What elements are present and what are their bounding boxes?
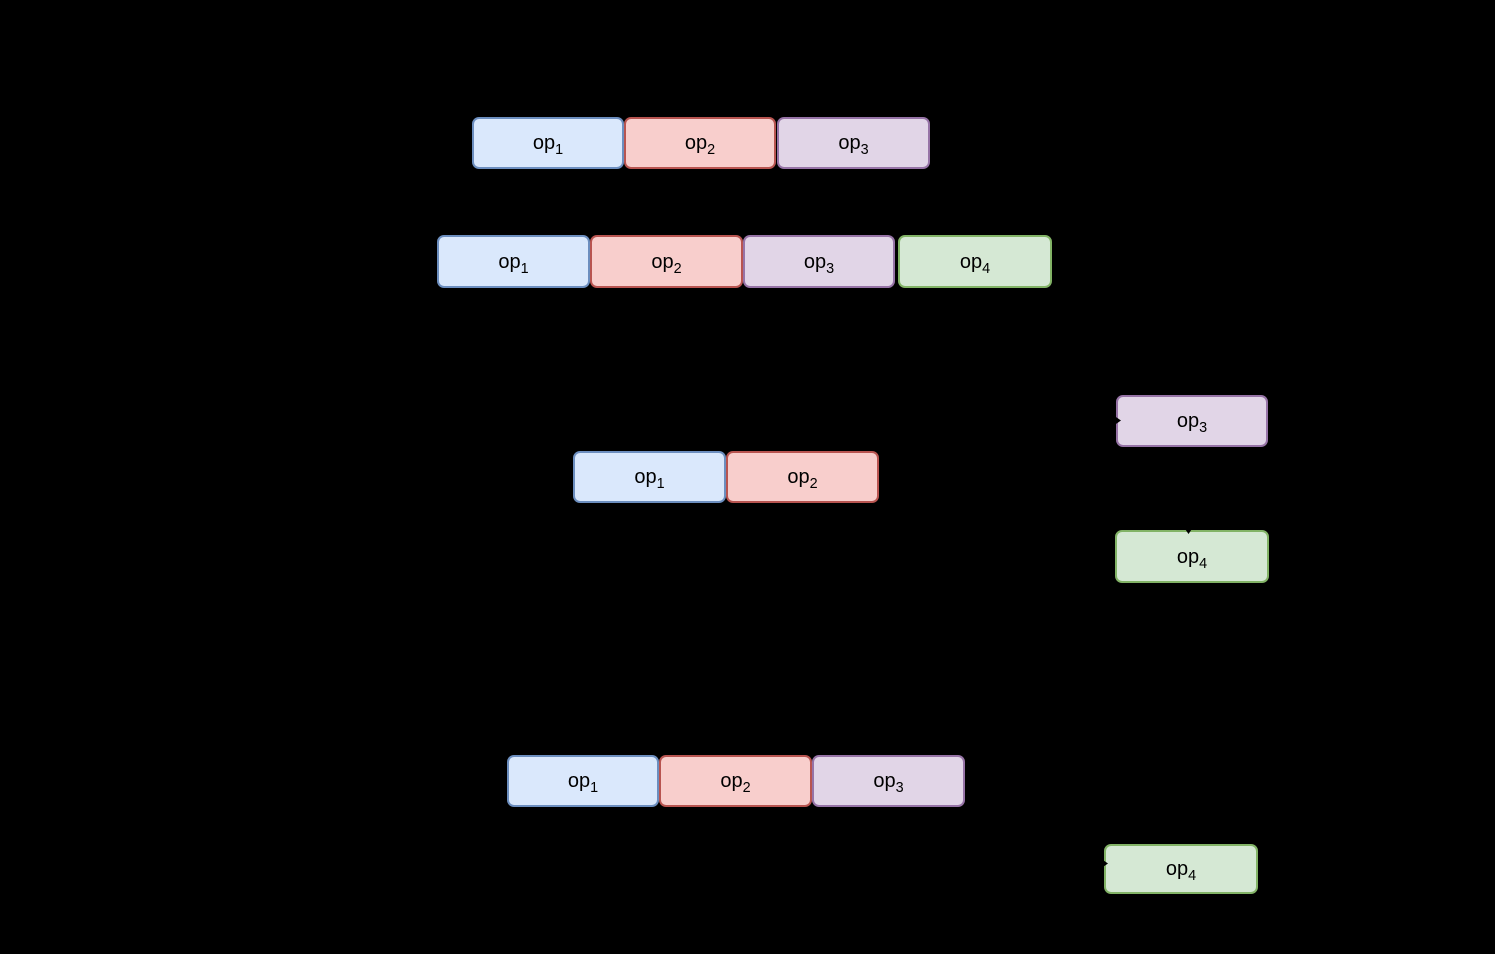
row3-op2-box: op2: [726, 451, 879, 503]
row2-op1-label: op1: [498, 250, 529, 277]
row3-op1-label: op1: [634, 466, 665, 492]
row4-op2-box: op2: [659, 755, 812, 807]
row2-op3-label: op3: [803, 250, 835, 277]
row2-op3-box: op3: [743, 235, 895, 288]
row4-op4-label: op4: [1165, 858, 1197, 884]
arrow-tip-icon: [1100, 858, 1108, 869]
row3-op4-label: op4: [1176, 545, 1208, 572]
row3-op3-box: op3: [1116, 395, 1268, 447]
row4-op3-box: op3: [812, 755, 965, 807]
row2-op2-box: op2: [590, 235, 743, 288]
row4-op2-label: op2: [720, 770, 751, 796]
row1-op2-box: op2: [624, 117, 776, 169]
row3-op1-box: op1: [573, 451, 726, 503]
row4-op3-label: op3: [873, 770, 904, 796]
row1-op1-box: op1: [472, 117, 624, 169]
row2-op1-box: op1: [437, 235, 590, 288]
row1-op3-box: op3: [777, 117, 930, 169]
row4-op1-label: op1: [567, 770, 599, 796]
row1-op1-label: op1: [532, 132, 564, 158]
row3-op4-box: op4: [1115, 530, 1269, 583]
row2-op4-label: op4: [959, 250, 991, 277]
row2-op4-box: op4: [898, 235, 1052, 288]
row1-op2-label: op2: [684, 132, 716, 158]
row4-op4-box: op4: [1104, 844, 1258, 894]
row2-op2-label: op2: [651, 250, 682, 277]
row3-op3-label: op3: [1176, 410, 1208, 436]
arrow-tip-icon: [1113, 415, 1121, 426]
row3-op2-label: op2: [787, 466, 818, 492]
row4-op1-box: op1: [507, 755, 659, 807]
row1-op3-label: op3: [838, 132, 869, 158]
arrow-tip-icon: [1183, 526, 1194, 534]
